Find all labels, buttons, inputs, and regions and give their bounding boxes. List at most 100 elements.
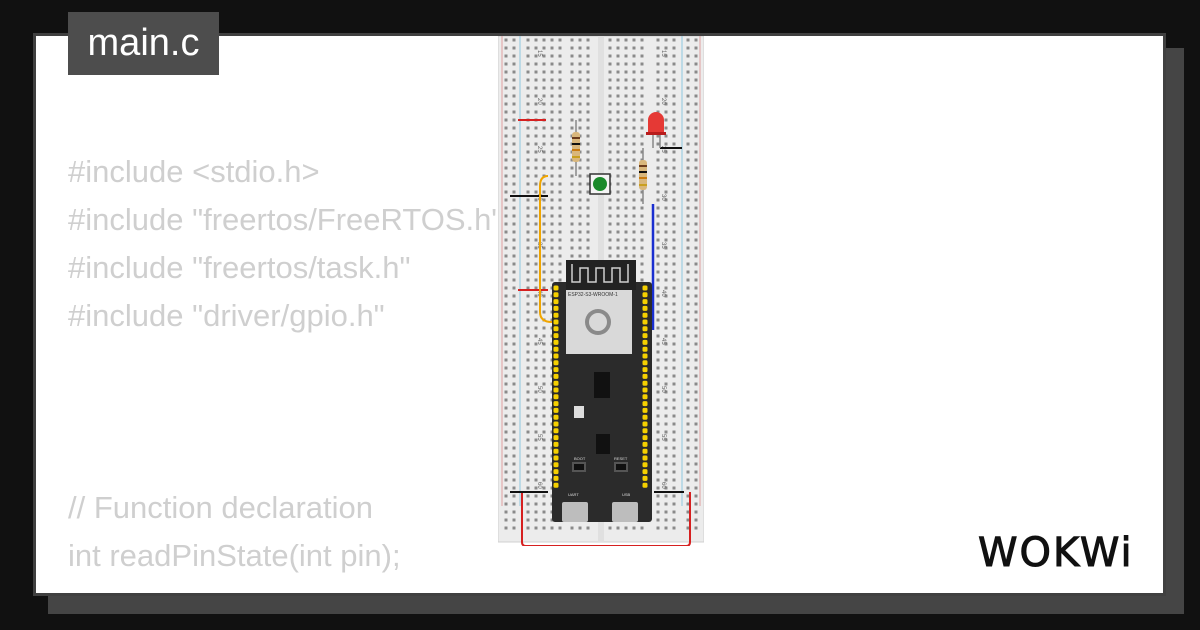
breadboard-hole [558,262,562,266]
header-pin [553,292,559,298]
breadboard-hole [686,174,690,178]
header-pin [553,401,559,407]
breadboard-hole [694,342,698,346]
breadboard-hole [694,126,698,130]
breadboard-hole [664,190,668,194]
breadboard-hole [616,118,620,122]
breadboard-hole [664,54,668,58]
breadboard-hole [526,230,530,234]
breadboard-hole [672,166,676,170]
breadboard-hole [640,102,644,106]
breadboard-hole [578,118,582,122]
breadboard-hole [632,158,636,162]
breadboard-hole [504,254,508,258]
breadboard-hole [686,494,690,498]
breadboard-hole [624,102,628,106]
header-pin [553,373,559,379]
breadboard-hole [512,262,516,266]
breadboard-hole [686,62,690,66]
breadboard-hole [656,110,660,114]
breadboard-hole [526,198,530,202]
breadboard-hole [504,238,508,242]
breadboard-hole [664,302,668,306]
header-pin [642,360,648,366]
breadboard-hole [694,398,698,402]
breadboard-hole [686,294,690,298]
breadboard-hole [578,46,582,50]
breadboard-hole [672,38,676,42]
led-red[interactable] [646,112,666,148]
header-pin [553,346,559,352]
breadboard-hole [672,430,676,434]
breadboard-hole [686,478,690,482]
breadboard-hole [578,254,582,258]
breadboard-hole [504,182,508,186]
breadboard-hole [534,222,538,226]
breadboard-hole [550,166,554,170]
breadboard-hole [542,390,546,394]
breadboard-hole [504,510,508,514]
breadboard-hole [686,406,690,410]
breadboard-hole [694,262,698,266]
breadboard-hole [526,494,530,498]
header-pin [642,455,648,461]
resistor[interactable] [572,120,580,176]
breadboard-hole [570,222,574,226]
breadboard-hole [664,70,668,74]
breadboard-hole [504,430,508,434]
breadboard-hole [656,302,660,306]
breadboard-hole [526,310,530,314]
breadboard-hole [616,526,620,530]
breadboard-hole [586,54,590,58]
breadboard-hole [694,502,698,506]
breadboard-hole [586,198,590,202]
breadboard-hole [586,214,590,218]
breadboard-hole [686,198,690,202]
breadboard-hole [526,318,530,322]
breadboard-hole [526,374,530,378]
breadboard-hole [504,302,508,306]
breadboard-hole [534,190,538,194]
breadboard-hole [534,102,538,106]
code-editor[interactable]: #include <stdio.h> #include "freertos/Fr… [68,0,508,630]
breadboard-hole [608,110,612,114]
breadboard-hole [526,366,530,370]
breadboard-hole [504,318,508,322]
breadboard-hole [624,78,628,82]
resistor[interactable] [639,148,647,204]
breadboard-hole [664,494,668,498]
breadboard-hole [526,150,530,154]
usb-label: USB [622,492,631,497]
breadboard-hole [534,78,538,82]
breadboard-hole [656,446,660,450]
breadboard-hole [578,190,582,194]
pushbutton[interactable] [589,173,611,195]
breadboard-hole [694,326,698,330]
breadboard-hole [512,494,516,498]
breadboard-hole [504,214,508,218]
breadboard-hole [534,174,538,178]
breadboard-hole [640,206,644,210]
breadboard-hole [504,206,508,210]
esp32-s3-board[interactable]: ESP32-S3-WROOM-1 BOOT RESET UART USB [552,260,652,522]
breadboard-hole [558,270,562,274]
breadboard-hole [512,110,516,114]
breadboard-hole [640,526,644,530]
breadboard-hole [526,142,530,146]
button-cap[interactable] [593,177,607,191]
breadboard-hole [542,454,546,458]
breadboard-hole [526,430,530,434]
breadboard-hole [694,430,698,434]
breadboard-hole [694,422,698,426]
breadboard-hole [656,278,660,282]
breadboard-hole [570,166,574,170]
file-tab-main-c[interactable]: main.c [68,12,219,75]
breadboard-hole [526,478,530,482]
breadboard-hole [664,62,668,66]
breadboard-hole [578,102,582,106]
breadboard-hole [694,350,698,354]
breadboard-hole [542,62,546,66]
breadboard-hole [512,150,516,154]
breadboard-hole [672,62,676,66]
